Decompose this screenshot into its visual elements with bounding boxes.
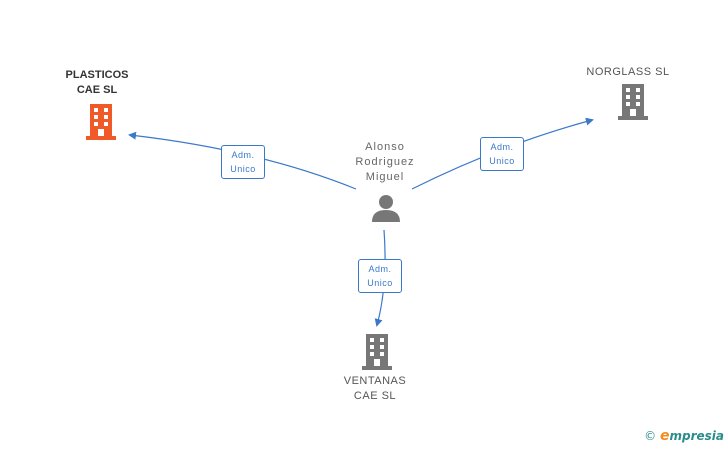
building-icon[interactable]: [84, 104, 118, 140]
building-icon[interactable]: [360, 334, 394, 370]
company-label-norglass[interactable]: NORGLASS SL: [586, 66, 670, 78]
company-label-plasticos[interactable]: PLASTICOS CAE SL: [65, 69, 129, 96]
edge-label-plasticos[interactable]: Adm. Unico: [221, 145, 265, 179]
edge-label-norglass[interactable]: Adm. Unico: [480, 137, 524, 171]
copyright-symbol: ©: [644, 429, 657, 443]
company-label-ventanas[interactable]: VENTANAS CAE SL: [343, 375, 407, 402]
edge-label-ventanas[interactable]: Adm. Unico: [358, 259, 402, 293]
building-icon[interactable]: [616, 84, 650, 120]
brand-logo: © empresia: [644, 428, 724, 444]
brand-initial: e: [659, 428, 670, 444]
person-name[interactable]: Alonso Rodriguez Miguel: [355, 141, 415, 183]
brand-name: mpresia: [669, 429, 724, 443]
person-icon[interactable]: [371, 194, 401, 222]
